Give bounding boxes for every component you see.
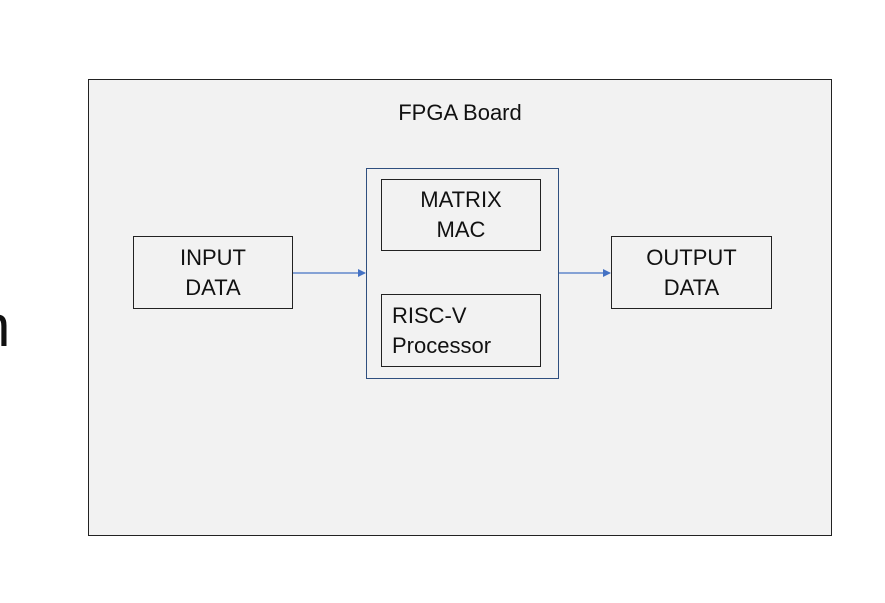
matrix-mac-line2: MAC: [436, 217, 486, 242]
connector-arrows: [293, 269, 611, 277]
input-data-block: INPUT DATA: [133, 236, 293, 309]
riscv-processor-block: RISC-V Processor: [381, 294, 541, 367]
riscv-line2: Processor: [392, 332, 492, 358]
processing-group: MATRIX MAC RISC-V Processor: [366, 168, 559, 379]
riscv-line1: RISC-V: [392, 302, 467, 328]
input-data-line1: INPUT: [180, 244, 246, 270]
cutoff-text: n: [0, 298, 10, 356]
input-data-line2: DATA: [185, 274, 241, 300]
output-data-block: OUTPUT DATA: [611, 236, 772, 309]
matrix-mac-line1: MATRIX: [420, 187, 502, 212]
output-data-line2: DATA: [663, 274, 720, 300]
matrix-mac-block: MATRIX MAC: [381, 179, 541, 251]
board-title: FPGA Board: [398, 100, 522, 125]
fpga-board: FPGA Board INPUT DATA MATRIX MAC RISC-V …: [88, 79, 832, 536]
output-data-line1: OUTPUT: [646, 244, 737, 270]
